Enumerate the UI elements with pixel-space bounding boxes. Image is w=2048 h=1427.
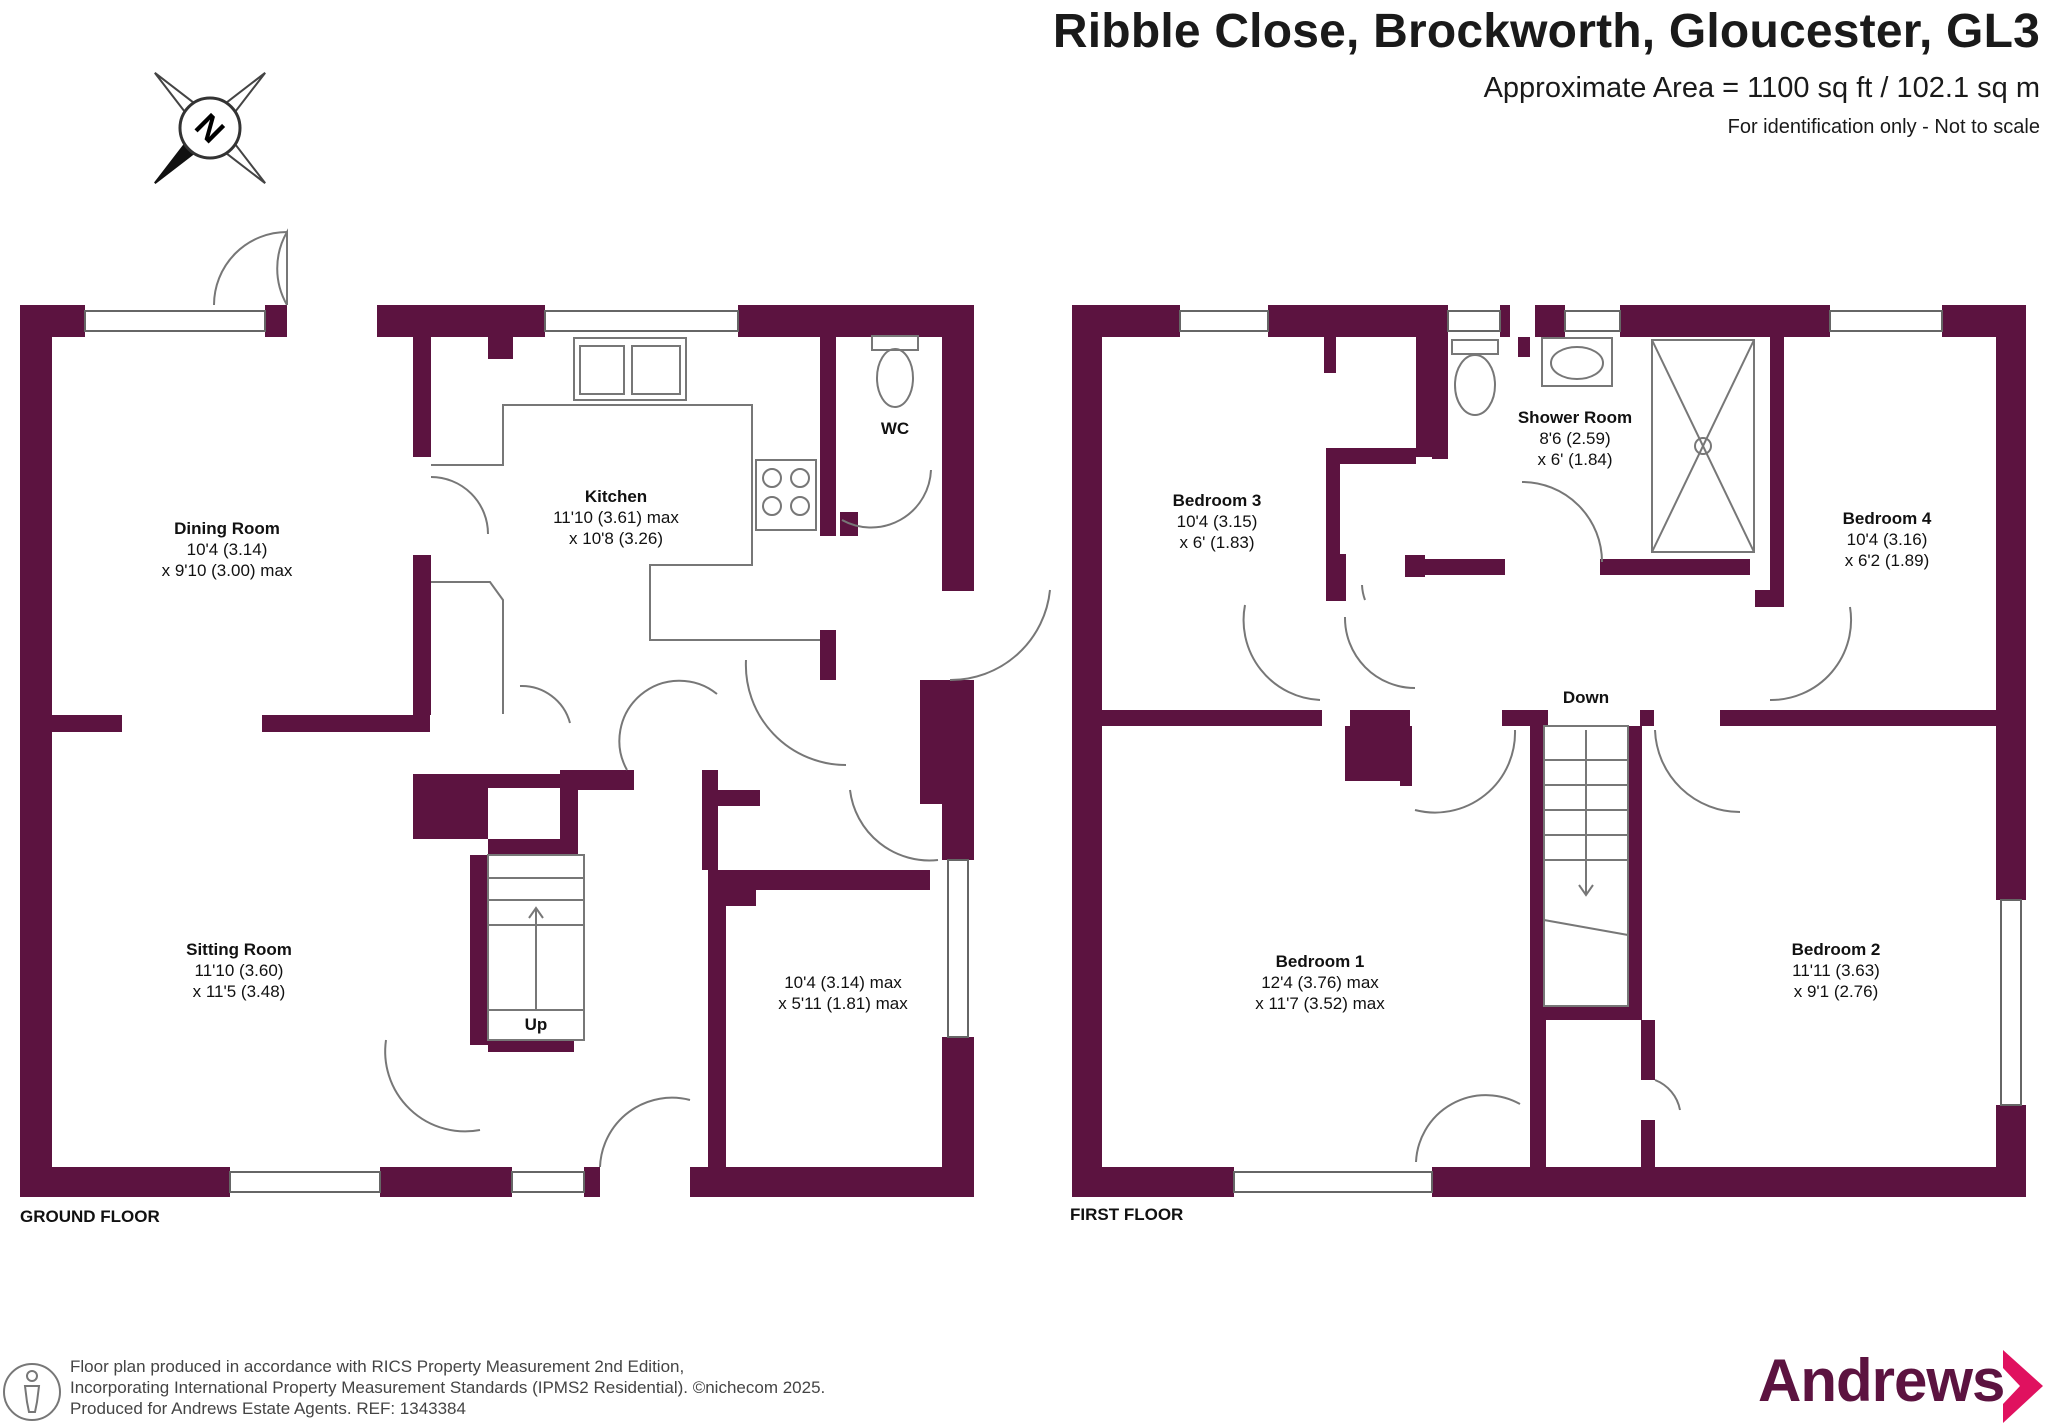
room-name-bedroom4: Bedroom 4 [1843, 509, 1932, 528]
room-dim-bedroom3-2: x 6' (1.83) [1179, 533, 1254, 552]
room-name-bedroom2: Bedroom 2 [1792, 940, 1881, 959]
room-name-kitchen: Kitchen [585, 487, 647, 506]
person-icon [3, 1363, 61, 1421]
room-dim-kitchen-2: x 10'8 (3.26) [569, 529, 663, 548]
first-floor-label: FIRST FLOOR [1070, 1205, 1183, 1224]
stairs-up-label: Up [525, 1015, 548, 1034]
room-dim-bedroom1-2: x 11'7 (3.52) max [1255, 994, 1385, 1013]
brand-logo: Andrews [1758, 1347, 2005, 1414]
first-floor-labels: Bedroom 3 10'4 (3.15) x 6' (1.83) Shower… [1070, 408, 1932, 1224]
compass-north-icon [154, 72, 266, 184]
room-dim-bedroom4-2: x 6'2 (1.89) [1845, 551, 1930, 570]
room-dim-dining-2: x 9'10 (3.00) max [162, 561, 293, 580]
room-dim-sitting-1: 11'10 (3.60) [195, 961, 284, 980]
room-dim-bedroom1-1: 12'4 (3.76) max [1261, 973, 1379, 992]
room-dim-bedroom3-1: 10'4 (3.15) [1177, 512, 1258, 531]
stairs-down-label: Down [1563, 688, 1609, 707]
footer-line-2: Incorporating International Property Mea… [70, 1378, 826, 1397]
room-dim-sitting-2: x 11'5 (3.48) [193, 982, 286, 1001]
ground-floor-windows [84, 310, 969, 1193]
room-dim-kitchen-1: 11'10 (3.61) max [553, 508, 679, 527]
room-name-shower: Shower Room [1518, 408, 1632, 427]
page-title: Ribble Close, Brockworth, Gloucester, GL… [1052, 5, 2040, 58]
chevron-right-icon [2003, 1350, 2043, 1423]
ground-floor-walls [20, 305, 974, 1197]
room-dim-shower-2: x 6' (1.84) [1537, 450, 1612, 469]
identification-note: For identification only - Not to scale [1727, 116, 2040, 138]
room-name-sitting: Sitting Room [186, 940, 292, 959]
room-dim-bedroom2-2: x 9'1 (2.76) [1794, 982, 1879, 1001]
footer-line-1: Floor plan produced in accordance with R… [70, 1357, 685, 1376]
room-name-bedroom3: Bedroom 3 [1173, 491, 1262, 510]
room-name-wc: WC [881, 419, 909, 438]
first-floor-fixtures [1242, 337, 1853, 1163]
room-dim-store-1: 10'4 (3.14) max [784, 973, 902, 992]
room-dim-bedroom2-1: 11'11 (3.63) [1792, 961, 1880, 980]
room-dim-shower-1: 8'6 (2.59) [1539, 429, 1610, 448]
footer-line-3: Produced for Andrews Estate Agents. REF:… [70, 1399, 466, 1418]
ground-floor-label: GROUND FLOOR [20, 1207, 160, 1226]
room-dim-dining-1: 10'4 (3.14) [187, 540, 268, 559]
ground-floor-fixtures [213, 228, 1051, 1168]
first-floor-windows [1179, 310, 2022, 1193]
room-dim-store-2: x 5'11 (1.81) max [778, 994, 908, 1013]
first-floor-walls [1072, 305, 2026, 1197]
approximate-area: Approximate Area = 1100 sq ft / 102.1 sq… [1483, 72, 2040, 104]
room-name-bedroom1: Bedroom 1 [1276, 952, 1365, 971]
ground-floor-labels: Dining Room 10'4 (3.14) x 9'10 (3.00) ma… [20, 419, 909, 1226]
room-dim-bedroom4-1: 10'4 (3.16) [1847, 530, 1928, 549]
footer-text: Floor plan produced in accordance with R… [70, 1356, 825, 1419]
room-name-dining: Dining Room [174, 519, 280, 538]
